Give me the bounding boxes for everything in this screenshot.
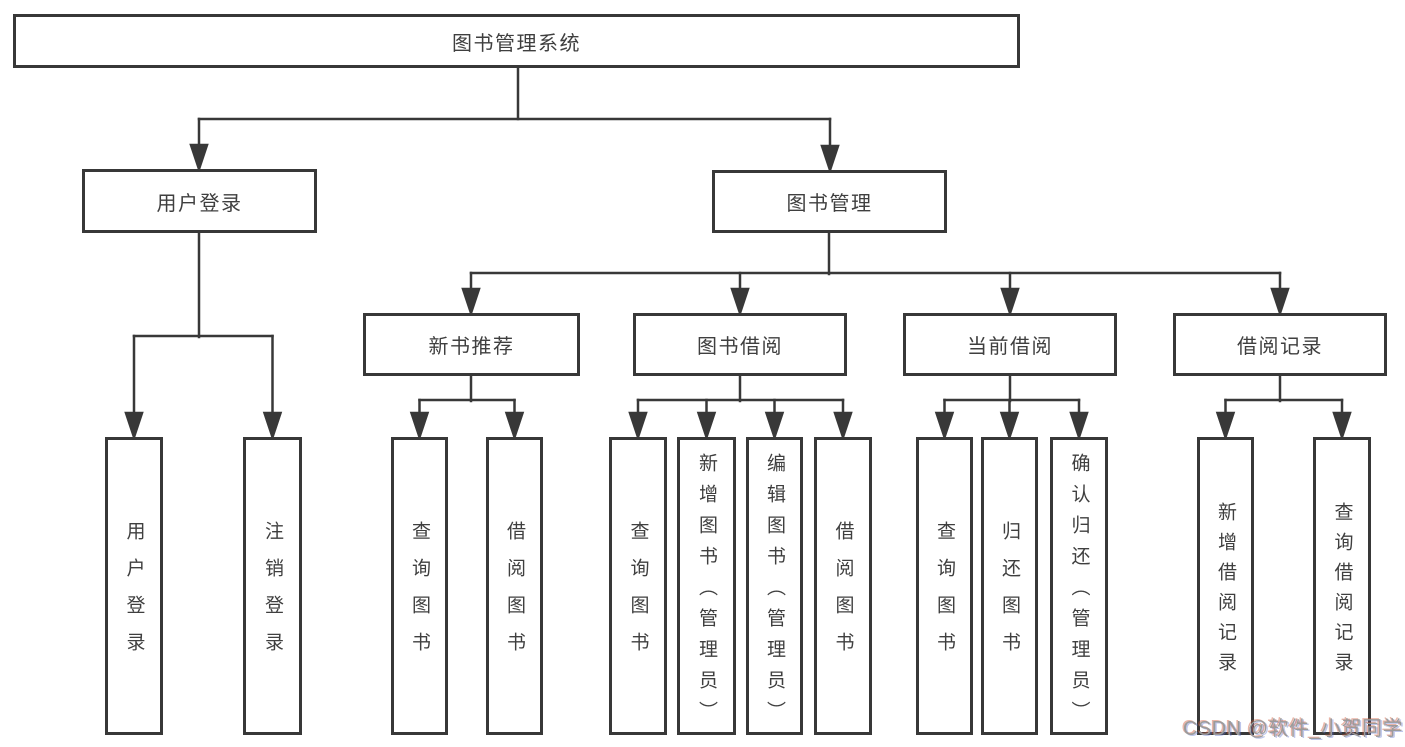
leaf-add-books-admin-label: 新增图书（管理员） bbox=[696, 452, 717, 732]
leaf-add-books-admin: 新增图书（管理员） bbox=[677, 437, 736, 735]
leaf-edit-books-admin-label: 编辑图书（管理员） bbox=[764, 452, 785, 732]
leaf-query-books-2: 查询图书 bbox=[609, 437, 667, 735]
node-borrow-records-label: 借阅记录 bbox=[1237, 336, 1323, 358]
edge-root-to-level2 bbox=[189, 66, 840, 174]
leaf-query-books-3: 查询图书 bbox=[916, 437, 973, 735]
leaf-borrow-books-2-label: 借阅图书 bbox=[832, 521, 854, 669]
leaf-confirm-return-admin-label: 确认归还（管理员） bbox=[1068, 452, 1090, 732]
watermark: CSDN @软件_小贺同学 bbox=[1183, 718, 1404, 740]
node-new-book-recommend-label: 新书推荐 bbox=[428, 336, 515, 358]
node-book-management-label: 图书管理 bbox=[786, 193, 873, 215]
node-current-borrow: 当前借阅 bbox=[903, 313, 1117, 376]
node-borrow-records: 借阅记录 bbox=[1173, 313, 1387, 376]
leaf-user-login-label: 用户登录 bbox=[123, 521, 145, 669]
leaf-query-books-2-label: 查询图书 bbox=[627, 521, 649, 669]
leaf-query-books-3-label: 查询图书 bbox=[934, 521, 955, 669]
leaf-add-borrow-record: 新增借阅记录 bbox=[1197, 437, 1254, 735]
leaf-borrow-books-2: 借阅图书 bbox=[814, 437, 872, 735]
node-new-book-recommend: 新书推荐 bbox=[363, 313, 580, 376]
leaf-logout-label: 注销登录 bbox=[262, 521, 283, 669]
node-user-login-label: 用户登录 bbox=[156, 192, 243, 215]
node-user-login: 用户登录 bbox=[82, 169, 317, 233]
node-root-system-label: 图书管理系统 bbox=[452, 32, 581, 55]
leaf-confirm-return-admin: 确认归还（管理员） bbox=[1050, 437, 1108, 735]
node-book-borrow: 图书借阅 bbox=[633, 313, 847, 376]
leaf-query-borrow-record-label: 查询借阅记录 bbox=[1331, 501, 1353, 682]
leaf-query-books-1: 查询图书 bbox=[391, 437, 448, 735]
leaf-edit-books-admin: 编辑图书（管理员） bbox=[746, 437, 803, 735]
leaf-user-login: 用户登录 bbox=[105, 437, 163, 735]
edge-current-borrow-to-leaves bbox=[934, 374, 1089, 441]
leaf-add-borrow-record-label: 新增借阅记录 bbox=[1215, 501, 1236, 682]
edge-user-login-to-leaves bbox=[124, 231, 283, 441]
edge-book-mgmt-to-level3 bbox=[461, 231, 1290, 317]
edge-book-borrow-to-leaves bbox=[628, 374, 853, 441]
leaf-logout: 注销登录 bbox=[243, 437, 302, 735]
node-root-system: 图书管理系统 bbox=[13, 14, 1020, 68]
leaf-query-borrow-record: 查询借阅记录 bbox=[1313, 437, 1371, 735]
leaf-query-books-1-label: 查询图书 bbox=[409, 521, 430, 669]
leaf-return-books-label: 归还图书 bbox=[999, 521, 1020, 669]
node-book-borrow-label: 图书借阅 bbox=[697, 336, 783, 358]
leaf-borrow-books-1-label: 借阅图书 bbox=[504, 521, 525, 669]
edge-new-books-to-leaves bbox=[409, 374, 525, 441]
node-book-management: 图书管理 bbox=[712, 170, 947, 233]
edge-borrow-records-to-leaves bbox=[1215, 374, 1352, 441]
leaf-return-books: 归还图书 bbox=[981, 437, 1038, 735]
leaf-borrow-books-1: 借阅图书 bbox=[486, 437, 543, 735]
node-current-borrow-label: 当前借阅 bbox=[967, 336, 1053, 358]
